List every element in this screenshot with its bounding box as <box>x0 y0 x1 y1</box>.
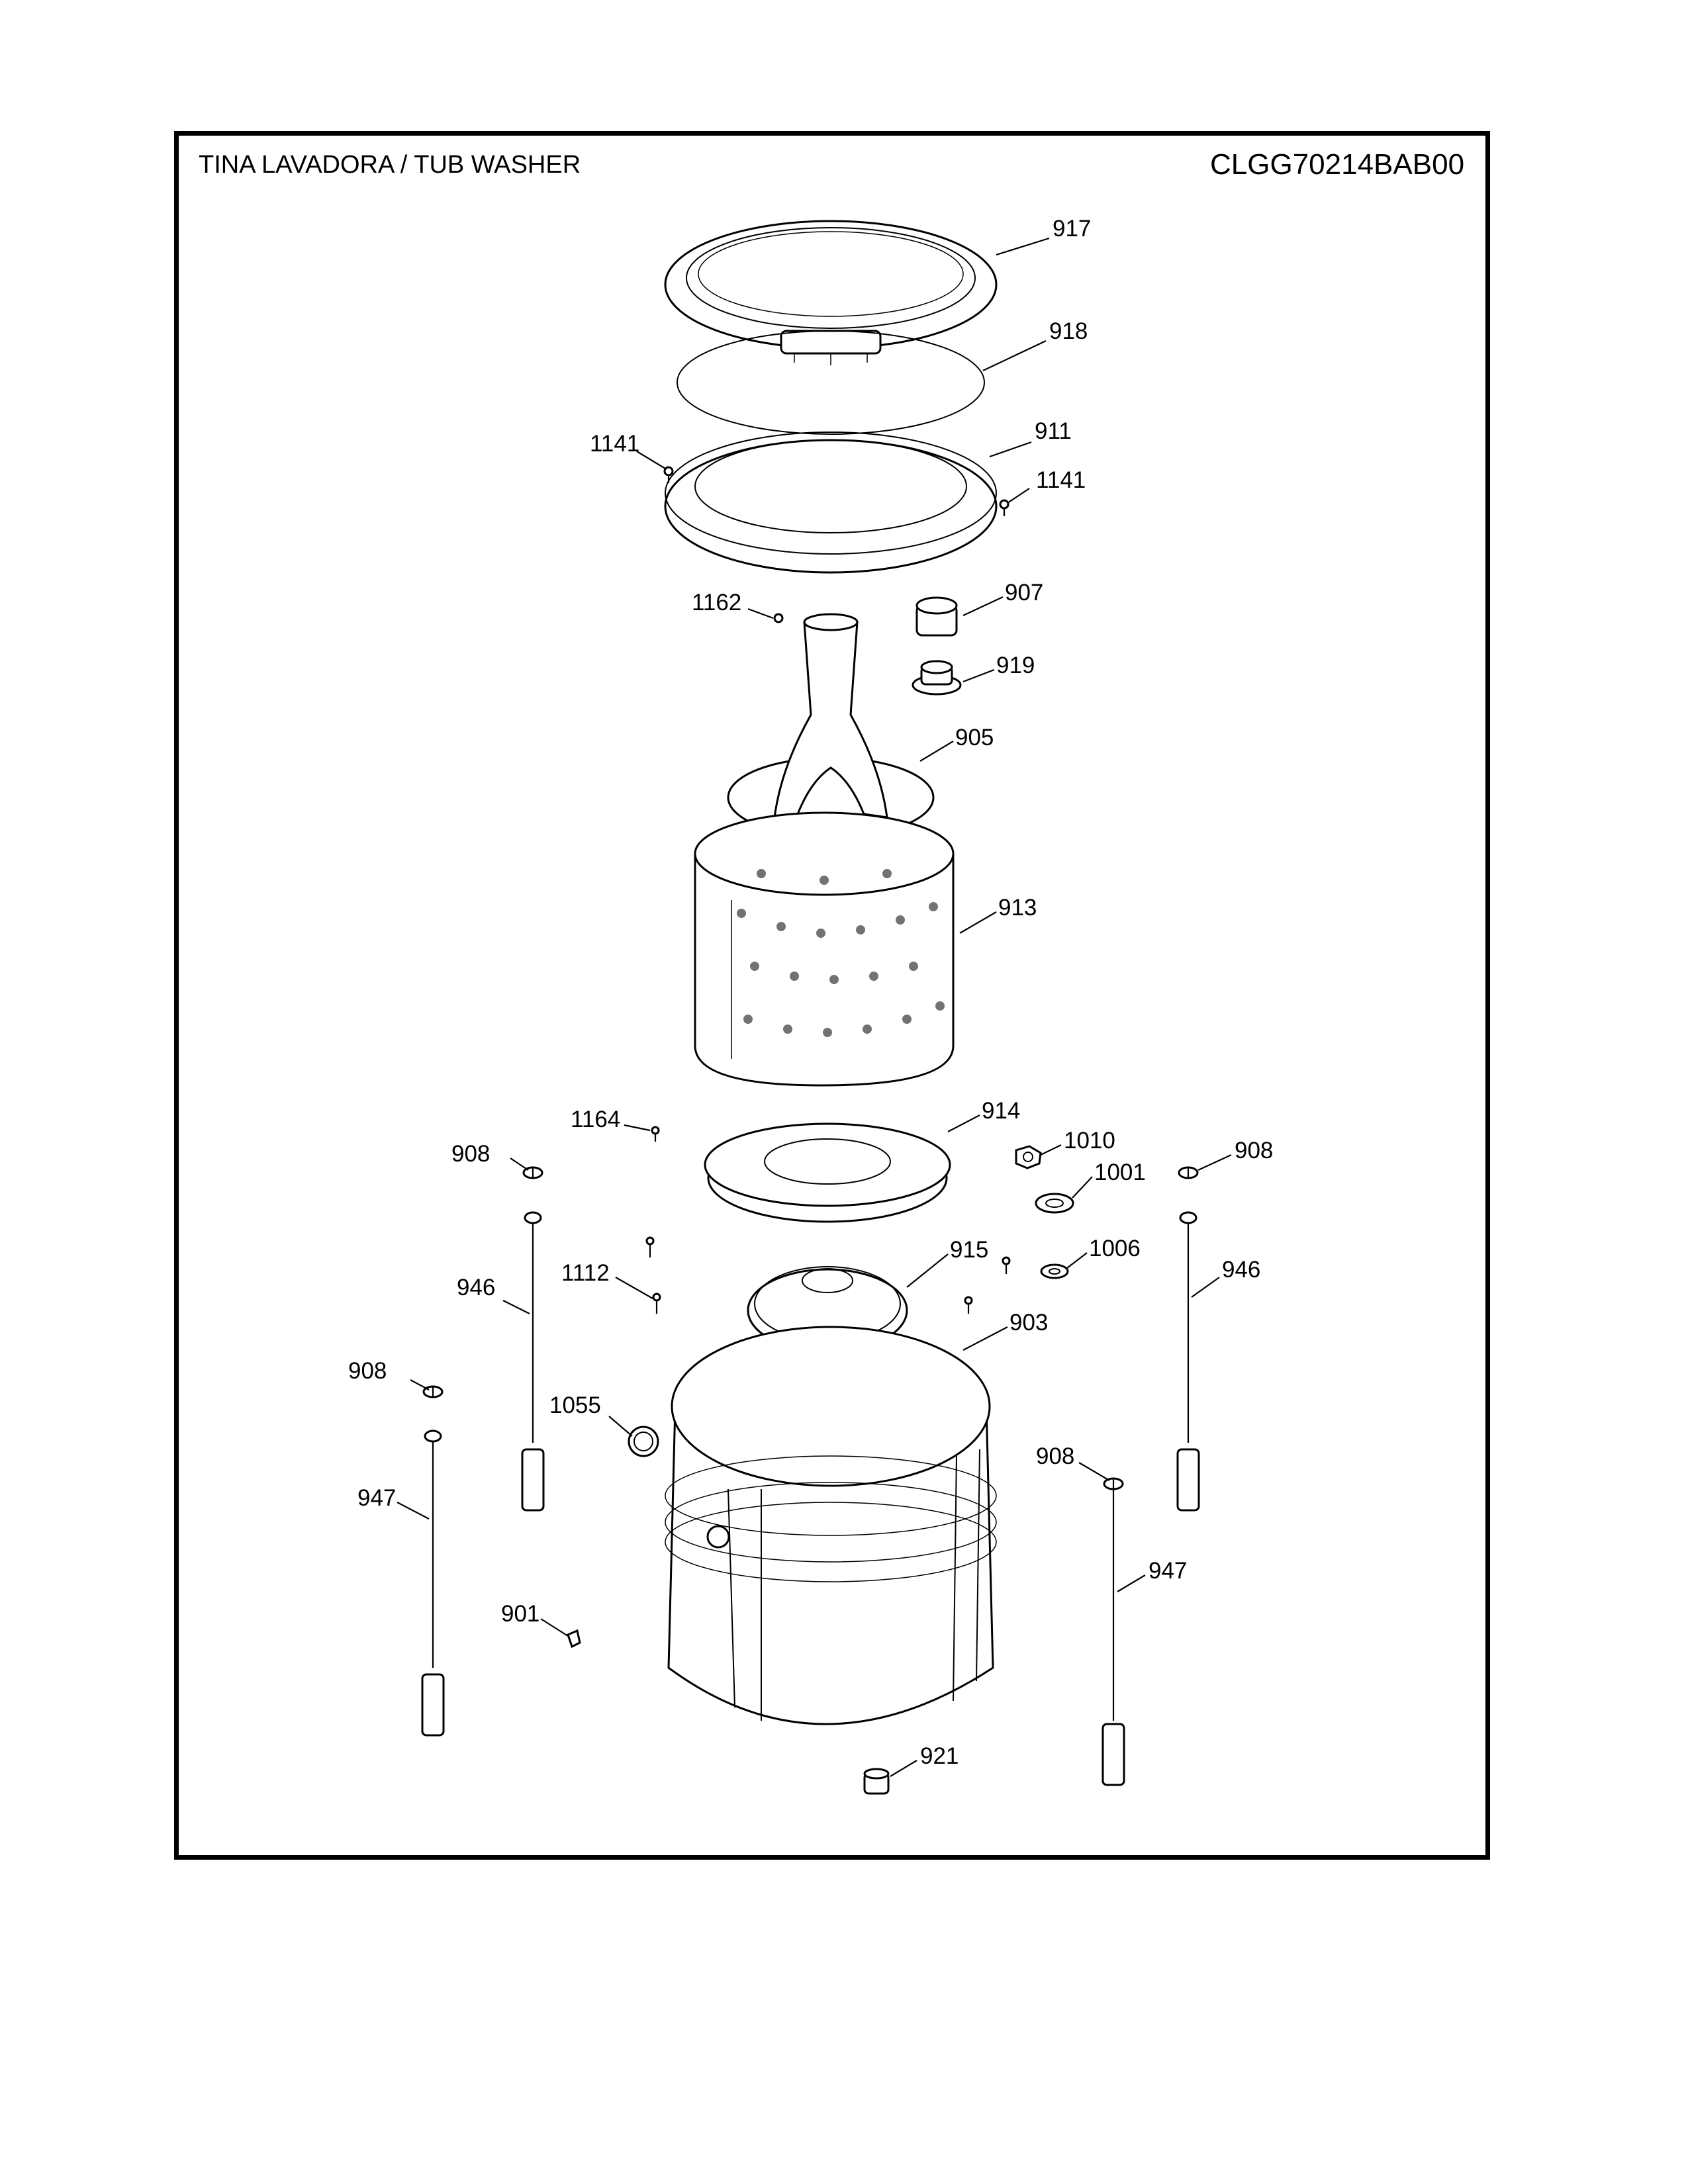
callout-907: 907 <box>1005 580 1043 606</box>
part-1162-screw[interactable] <box>773 613 784 623</box>
callout-908-upper-right: 908 <box>1235 1138 1273 1163</box>
part-917-tub-cover[interactable] <box>664 220 998 365</box>
callout-946-right: 946 <box>1222 1257 1260 1283</box>
callout-1010: 1010 <box>1064 1128 1115 1154</box>
callout-1141-left: 1141 <box>590 431 639 457</box>
callout-914: 914 <box>982 1098 1020 1124</box>
part-1001-washer[interactable] <box>1035 1193 1074 1214</box>
part-1141-screw-left[interactable] <box>663 466 674 483</box>
callout-1055: 1055 <box>549 1392 601 1418</box>
leader-lines <box>397 237 1232 1777</box>
part-905-agitator[interactable] <box>727 613 935 839</box>
callout-903: 903 <box>1009 1310 1048 1336</box>
part-908-cap-lower-right[interactable] <box>1103 1477 1124 1490</box>
part-918-gasket[interactable] <box>677 330 985 435</box>
model-number: CLGG70214BAB00 <box>1210 148 1465 181</box>
part-907-bushing[interactable] <box>915 596 958 637</box>
callout-908-lower-right: 908 <box>1036 1443 1074 1469</box>
part-921-foot[interactable] <box>863 1768 890 1795</box>
diagram-frame <box>174 131 1490 1860</box>
part-946-rod-left[interactable] <box>521 1211 545 1512</box>
part-914-basket-base[interactable] <box>704 1122 951 1223</box>
part-946-rod-right[interactable] <box>1176 1211 1200 1512</box>
callout-946-left: 946 <box>457 1275 495 1300</box>
callout-908-lower-left: 908 <box>348 1358 387 1384</box>
callout-1006: 1006 <box>1089 1236 1141 1261</box>
callout-947-left: 947 <box>357 1485 396 1511</box>
part-913-wash-basket[interactable] <box>694 811 955 1087</box>
part-947-rod-right[interactable] <box>1102 1489 1125 1786</box>
part-1010-nut[interactable] <box>1015 1145 1042 1169</box>
part-903-outer-tub[interactable] <box>665 1326 997 1725</box>
callout-908-upper-left: 908 <box>451 1141 490 1167</box>
part-947-rod-left[interactable] <box>421 1430 445 1737</box>
callout-947-right: 947 <box>1149 1558 1187 1584</box>
callout-1164: 1164 <box>571 1107 620 1132</box>
part-919-seal[interactable] <box>912 660 962 696</box>
callout-911: 911 <box>1035 418 1072 444</box>
part-1112-screws[interactable] <box>645 1236 1011 1314</box>
callout-1141-right: 1141 <box>1036 467 1086 493</box>
part-1164-screw[interactable] <box>651 1126 660 1142</box>
part-1141-screw-right[interactable] <box>999 499 1009 516</box>
callout-913: 913 <box>998 895 1037 921</box>
part-911-balance-ring[interactable] <box>664 432 998 574</box>
callout-905: 905 <box>955 725 994 751</box>
callout-1112: 1112 <box>561 1260 610 1286</box>
part-1006-washer[interactable] <box>1040 1263 1069 1279</box>
callout-1001: 1001 <box>1094 1160 1146 1185</box>
callout-921: 921 <box>920 1743 959 1769</box>
callout-917: 917 <box>1053 216 1091 242</box>
callout-919: 919 <box>996 653 1035 678</box>
part-908-cap-upper-right[interactable] <box>1178 1166 1199 1179</box>
part-901-clip[interactable] <box>567 1629 581 1649</box>
part-1055-clamp[interactable] <box>628 1426 659 1457</box>
callout-1162: 1162 <box>692 590 741 615</box>
callout-918: 918 <box>1049 318 1088 344</box>
diagram-title: TINA LAVADORA / TUB WASHER <box>199 151 581 179</box>
callout-915: 915 <box>950 1237 988 1263</box>
callout-901: 901 <box>501 1601 539 1627</box>
